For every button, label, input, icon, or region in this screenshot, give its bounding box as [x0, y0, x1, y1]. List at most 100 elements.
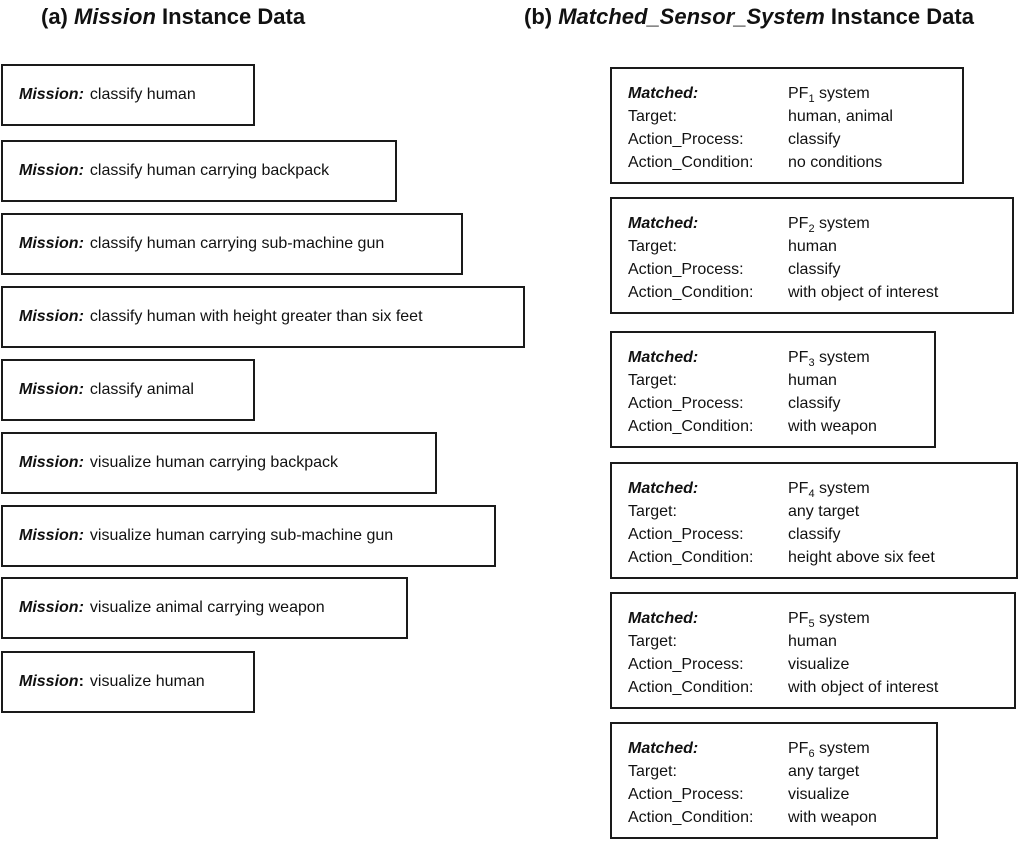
- action-process-row: Action_Process:classify: [628, 523, 1016, 546]
- panel-a-title-prefix: (a): [41, 4, 74, 29]
- system-subscript: 2: [808, 223, 815, 236]
- panel-b-title: (b) Matched_Sensor_System Instance Data: [524, 4, 974, 30]
- matched-row: Matched: PF4 system: [628, 477, 1016, 500]
- action-process-label: Action_Process:: [628, 656, 744, 673]
- action-condition-row: Action_Condition:no conditions: [628, 151, 962, 174]
- action-process-value: visualize: [788, 656, 850, 673]
- action-condition-label: Action_Condition:: [628, 809, 754, 826]
- mission-box-4: Mission: classify human with height great…: [1, 286, 525, 348]
- mission-text: classify animal: [89, 381, 194, 398]
- matched-label: Matched:: [628, 349, 699, 366]
- action-condition-label: Action_Condition:: [628, 679, 754, 696]
- matched-row: Matched: PF3 system: [628, 346, 934, 369]
- action-condition-value: with object of interest: [788, 679, 939, 696]
- action-condition-row: Action_Condition:with weapon: [628, 806, 936, 829]
- target-row: Target: human, animal: [628, 105, 962, 128]
- action-process-label: Action_Process:: [628, 131, 744, 148]
- mission-text: classify human carrying backpack: [89, 162, 330, 179]
- panel-a-title: (a) Mission Instance Data: [41, 4, 305, 30]
- matched-label: Matched:: [628, 85, 699, 102]
- system-subscript: 1: [808, 93, 815, 106]
- mission-box-5: Mission: classify animal: [1, 359, 255, 421]
- matched-system-box-4: Matched: PF4 system Target:any target Act…: [610, 462, 1018, 579]
- matched-label: Matched:: [628, 215, 699, 232]
- action-process-value: classify: [788, 261, 841, 278]
- panel-a-title-suffix: Instance Data: [155, 4, 306, 29]
- matched-value: PF1 system: [788, 85, 870, 106]
- action-process-row: Action_Process: visualize: [628, 653, 1014, 676]
- system-subscript: 5: [808, 618, 815, 631]
- matched-row: Matched:PF5 system: [628, 607, 1014, 630]
- mission-label: Mission:: [19, 599, 84, 616]
- mission-text: visualize human: [89, 673, 205, 690]
- mission-text: visualize animal carrying weapon: [89, 599, 325, 616]
- mission-text: classify human carrying sub-machine gun: [89, 235, 385, 252]
- action-condition-label: Action_Condition:: [628, 418, 754, 435]
- matched-row: Matched: PF1 system: [628, 82, 962, 105]
- target-value: human, animal: [788, 108, 893, 125]
- mission-text: classify human: [89, 86, 196, 103]
- action-condition-row: Action_Condition:height above six feet: [628, 546, 1016, 569]
- action-process-value: classify: [788, 526, 841, 543]
- target-row: Target:any target: [628, 500, 1016, 523]
- system-subscript: 6: [808, 748, 815, 761]
- matched-system-box-5: Matched:PF5 system Target: human Action_P…: [610, 592, 1016, 709]
- action-process-label: Action_Process:: [628, 786, 744, 803]
- action-condition-label: Action_Condition:: [628, 284, 754, 301]
- mission-box-3: Mission: classify human carrying sub-mach…: [1, 213, 463, 275]
- action-condition-row: Action_Condition: with object of interest: [628, 281, 1012, 304]
- action-process-row: Action_Process:classify: [628, 392, 934, 415]
- panel-a-title-emph: Mission: [74, 4, 156, 29]
- panel-b-title-prefix: (b): [524, 4, 559, 29]
- mission-box-8: Mission: visualize animal carrying weapon: [1, 577, 408, 639]
- action-process-value: visualize: [788, 786, 850, 803]
- mission-label: Mission:: [19, 308, 84, 325]
- mission-label: Mission:: [19, 235, 84, 252]
- matched-system-box-1: Matched:PF1 system Target:human, animal …: [610, 67, 964, 184]
- mission-text: visualize human carrying backpack: [89, 454, 339, 471]
- target-row: Target: human: [628, 630, 1014, 653]
- mission-box-1: Mission: classify human: [1, 64, 255, 126]
- matched-value: PF2 system: [788, 215, 870, 236]
- matched-value: PF4 system: [788, 480, 870, 501]
- action-process-value: classify: [788, 395, 841, 412]
- action-condition-row: Action_Condition: with weapon: [628, 415, 934, 438]
- mission-label: Mission: [19, 673, 79, 690]
- mission-text: visualize human carrying sub-machine gun: [89, 527, 394, 544]
- mission-box-7: Mission: visualize human carrying sub-mac…: [1, 505, 496, 567]
- target-row: Target:any target: [628, 760, 936, 783]
- mission-label: Mission:: [19, 86, 84, 103]
- mission-box-6: Mission: visualize human carrying backpac…: [1, 432, 437, 494]
- panel-b-title-emph: Matched_Sensor_System: [558, 4, 825, 29]
- mission-box-9: Mission: visualize human: [1, 651, 255, 713]
- target-row: Target:human: [628, 235, 1012, 258]
- action-condition-value: with weapon: [788, 418, 877, 435]
- matched-system-box-6: Matched:PF6 system Target:any target Act…: [610, 722, 938, 839]
- action-process-label: Action_Process:: [628, 261, 744, 278]
- target-label: Target:: [628, 633, 677, 650]
- action-process-row: Action_Process: visualize: [628, 783, 936, 806]
- mission-label: Mission:: [19, 454, 84, 471]
- action-condition-value: with object of interest: [788, 284, 939, 301]
- action-process-row: Action_Process: classify: [628, 258, 1012, 281]
- action-condition-value: no conditions: [788, 154, 883, 171]
- target-label: Target:: [628, 238, 677, 255]
- target-value: human: [788, 633, 837, 650]
- matched-system-box-2: Matched: PF2 system Target:human Action_P…: [610, 197, 1014, 314]
- mission-label: Mission:: [19, 162, 84, 179]
- action-condition-label: Action_Condition:: [628, 549, 754, 566]
- mission-label: Mission:: [19, 381, 84, 398]
- target-label: Target:: [628, 108, 677, 125]
- matched-label: Matched:: [628, 610, 699, 627]
- target-value: any target: [788, 763, 860, 780]
- system-subscript: 3: [808, 357, 815, 370]
- mission-colon: :: [78, 673, 84, 690]
- mission-box-2: Mission: classify human carrying backpack: [1, 140, 397, 202]
- matched-label: Matched:: [628, 740, 699, 757]
- mission-text: classify human with height greater than …: [89, 308, 423, 325]
- mission-label: Mission:: [19, 527, 84, 544]
- matched-value: PF3 system: [788, 349, 870, 370]
- target-row: Target:human: [628, 369, 934, 392]
- matched-label: Matched:: [628, 480, 699, 497]
